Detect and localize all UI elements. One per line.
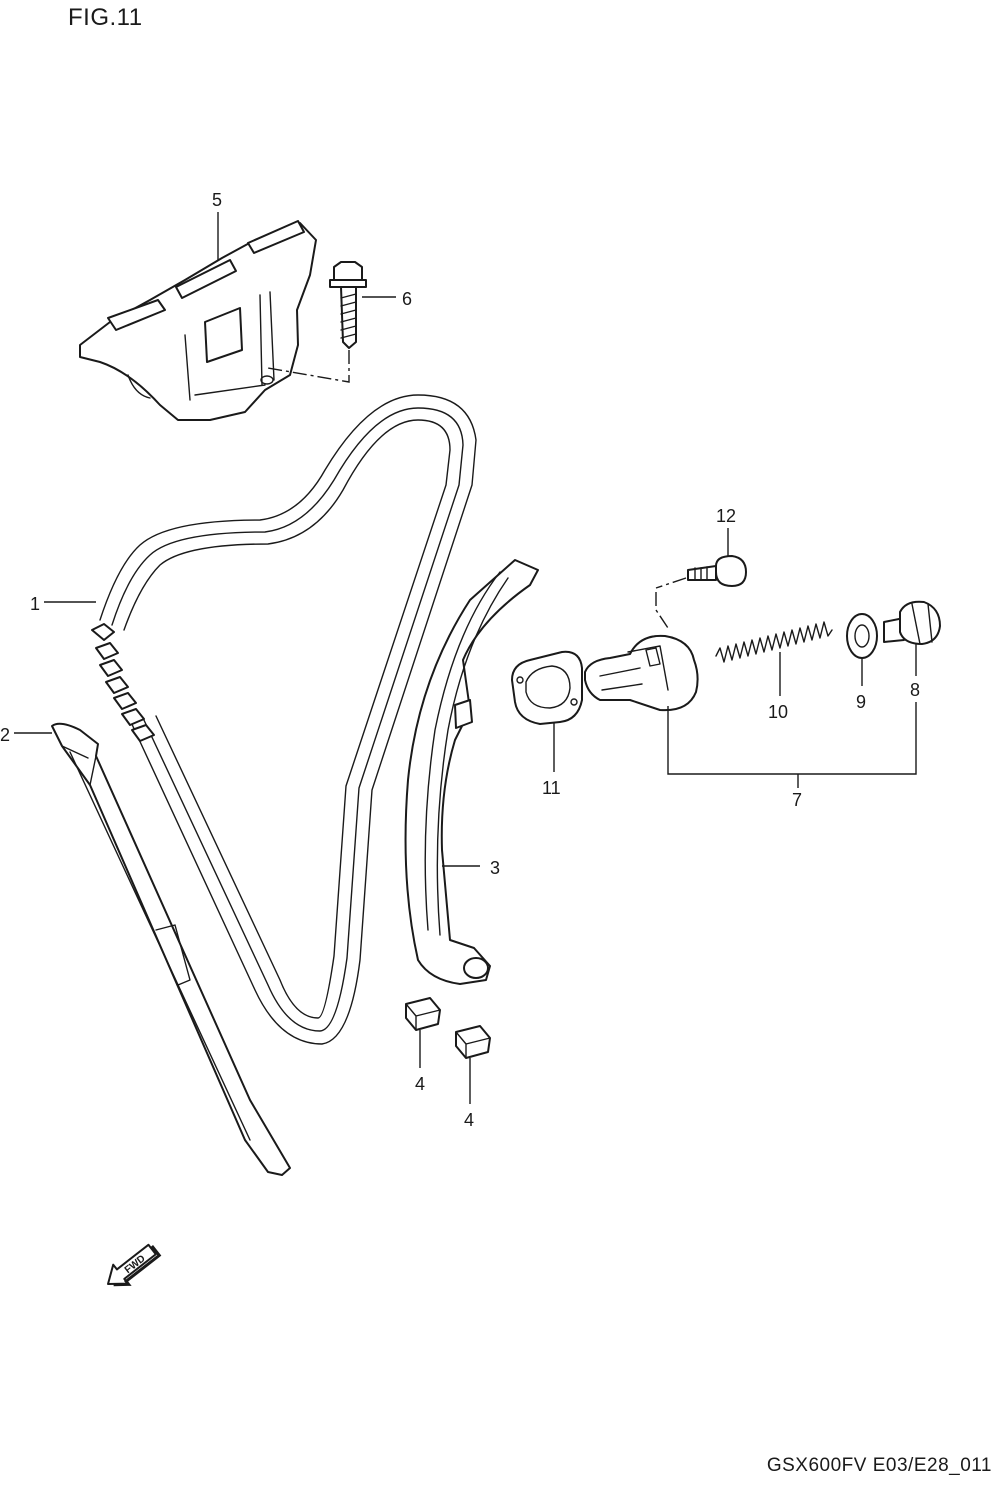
callout-4b: 4: [464, 1110, 474, 1130]
callout-6: 6: [402, 289, 412, 309]
callout-9: 9: [856, 692, 866, 712]
cap-bolt: [883, 600, 941, 645]
callout-12: 12: [716, 506, 736, 526]
damper-a: [405, 997, 441, 1031]
tensioner-spring: [715, 621, 833, 663]
callout-2: 2: [0, 725, 10, 745]
callout-7: 7: [792, 790, 802, 810]
sealing-washer: [846, 613, 878, 659]
diagram-code: GSX600FV E03/E28_011: [766, 1455, 992, 1476]
callout-5: 5: [212, 190, 222, 210]
tensioner-gasket: [511, 650, 583, 725]
upper-chain-guide: [79, 220, 317, 421]
cam-chain: [91, 394, 477, 1045]
callout-3: 3: [490, 858, 500, 878]
tensioner-guide: [404, 559, 539, 985]
guide-bolt: [329, 261, 367, 349]
callout-10: 10: [768, 702, 788, 722]
damper-b: [455, 1025, 491, 1059]
callout-8: 8: [910, 680, 920, 700]
tensioner-body: [584, 634, 699, 712]
tensioner-bolt: [687, 555, 747, 587]
callout-1: 1: [30, 594, 40, 614]
leader-lines: [14, 212, 917, 1104]
callout-4a: 4: [415, 1074, 425, 1094]
fwd-arrow-icon: FWD: [107, 1243, 162, 1287]
figure-title: FIG.11: [68, 4, 143, 31]
front-chain-guide: [51, 722, 291, 1176]
callout-11: 11: [542, 778, 561, 798]
